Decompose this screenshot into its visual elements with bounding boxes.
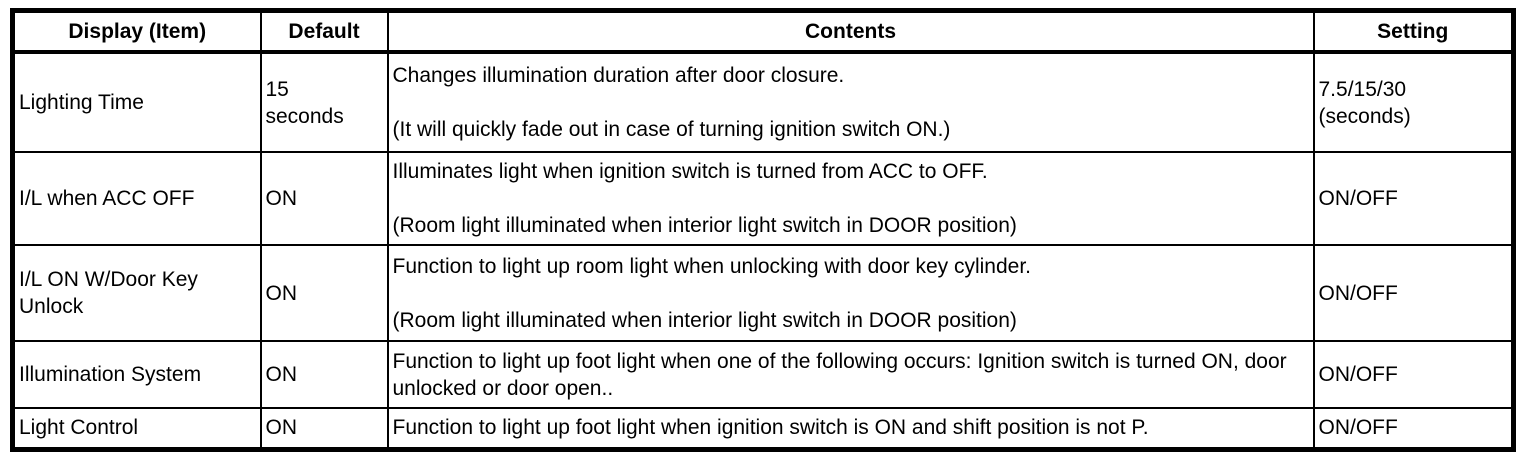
column-header-contents: Contents: [386, 9, 1315, 54]
contents-paragraph: Function to light up foot light when one…: [392, 349, 1287, 400]
cell-display-item: I/L when ACC OFF: [11, 151, 262, 246]
contents-paragraph: Function to light up foot light when ign…: [392, 416, 1149, 440]
cell-contents: Function to light up foot light when ign…: [386, 407, 1315, 450]
contents-paragraph: Illuminates light when ignition switch i…: [392, 160, 988, 183]
cell-setting: ON/OFF: [1312, 151, 1515, 246]
table-row: Light Control ON Function to light up fo…: [11, 407, 1515, 450]
column-header-default: Default: [259, 9, 389, 54]
table-row: Illumination System ON Function to light…: [11, 340, 1515, 409]
column-header-setting: Setting: [1312, 9, 1515, 54]
cell-setting: ON/OFF: [1312, 340, 1515, 409]
cell-display-item: Lighting Time: [11, 51, 262, 153]
cell-default: ON: [259, 244, 389, 342]
cell-contents: Function to light up room light when unl…: [386, 244, 1315, 342]
cell-display-item: Illumination System: [11, 340, 262, 409]
cell-setting: ON/OFF: [1312, 244, 1515, 342]
cell-default: 15 seconds: [259, 51, 389, 153]
cell-default: ON: [259, 151, 389, 246]
settings-table: Display (Item) Default Contents Setting …: [10, 8, 1516, 452]
contents-paragraph: Function to light up room light when unl…: [392, 254, 1032, 278]
table-row: Lighting Time 15 seconds Changes illumin…: [11, 51, 1515, 153]
contents-paragraph: Changes illumination duration after door…: [392, 64, 845, 87]
cell-contents: Changes illumination duration after door…: [386, 51, 1315, 153]
cell-default: ON: [259, 407, 389, 450]
contents-paragraph: (It will quickly fade out in case of tur…: [392, 118, 951, 141]
table-row: I/L ON W/Door Key Unlock ON Function to …: [11, 244, 1515, 342]
table-row: I/L when ACC OFF ON Illuminates light wh…: [11, 151, 1515, 246]
cell-contents: Illuminates light when ignition switch i…: [386, 151, 1315, 246]
header-row: Display (Item) Default Contents Setting: [11, 9, 1515, 54]
cell-default: ON: [259, 340, 389, 409]
cell-setting: ON/OFF: [1312, 407, 1515, 450]
cell-setting: 7.5/15/30 (seconds): [1312, 51, 1515, 153]
column-header-display-item: Display (Item): [11, 9, 262, 54]
contents-paragraph: (Room light illuminated when interior li…: [392, 308, 1017, 332]
cell-display-item: Light Control: [11, 407, 262, 450]
document-page: Display (Item) Default Contents Setting …: [10, 8, 1516, 452]
cell-display-item: I/L ON W/Door Key Unlock: [11, 244, 262, 342]
cell-contents: Function to light up foot light when one…: [386, 340, 1315, 409]
contents-paragraph: (Room light illuminated when interior li…: [392, 214, 1017, 237]
